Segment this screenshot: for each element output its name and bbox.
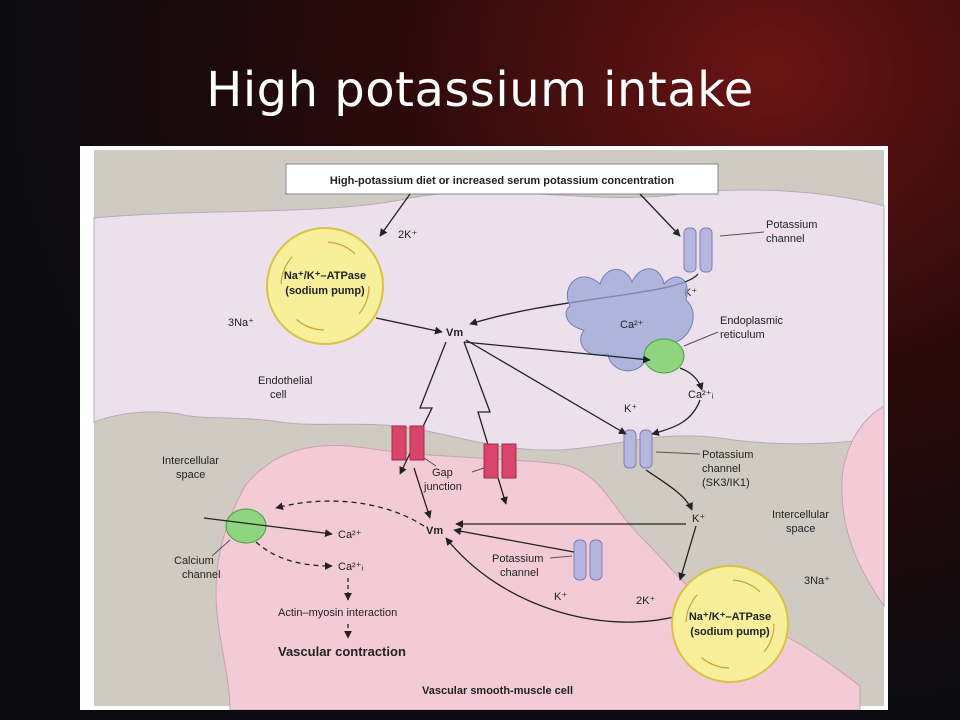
intercellular-left-line1: Intercellular bbox=[162, 455, 219, 467]
sk3-line2: channel bbox=[702, 463, 741, 475]
arrow-vm-to-er bbox=[463, 341, 651, 364]
pump-bottom-line1: Na⁺/K⁺–ATPase bbox=[689, 611, 771, 623]
diagram-svg: High-potassium diet or increased serum p… bbox=[93, 150, 885, 710]
label-k-bottom: K⁺ bbox=[554, 591, 567, 603]
label-3na-bottom: 3Na⁺ bbox=[804, 575, 830, 587]
arrow-ca-influx bbox=[203, 517, 333, 537]
k-channel-bottom-line1: Potassium bbox=[492, 553, 543, 565]
intercellular-left-line2: space bbox=[176, 469, 205, 481]
leader-gap-left bbox=[423, 457, 437, 467]
er-line1: Endoplasmic bbox=[720, 315, 783, 327]
label-k-mid: K⁺ bbox=[624, 403, 637, 415]
label-ca-i-left: Ca²⁺ᵢ bbox=[338, 561, 364, 573]
arrow-kchannel-to-vm bbox=[453, 527, 575, 553]
pump-bottom-cycle-arrow bbox=[685, 579, 775, 669]
calcium-channel bbox=[225, 508, 267, 544]
label-2k-bottom: 2K⁺ bbox=[636, 595, 655, 607]
intercellular-right-line1: Intercellular bbox=[772, 509, 829, 521]
potassium-channel-bottom bbox=[573, 539, 603, 581]
pump-top-line2: (sodium pump) bbox=[285, 285, 365, 297]
label-contraction: Vascular contraction bbox=[278, 644, 406, 659]
arrow-er-to-cai bbox=[679, 367, 704, 391]
gap-junction-right bbox=[483, 443, 517, 479]
label-ca-i-top: Ca²⁺ᵢ bbox=[688, 389, 714, 401]
label-ca-er: Ca²⁺ bbox=[620, 319, 644, 331]
intercellular-right-line2: space bbox=[786, 523, 815, 535]
leader-calcium-channel bbox=[211, 539, 231, 557]
gap-junction-left bbox=[391, 425, 425, 461]
calcium-channel-line2: channel bbox=[182, 569, 221, 581]
pump-cycle-arrow bbox=[280, 241, 370, 331]
calcium-channel-line1: Calcium bbox=[174, 555, 214, 567]
arrow-sk3-to-k bbox=[645, 469, 693, 511]
potassium-channel-sk3 bbox=[623, 429, 653, 469]
arrow-box-to-pump bbox=[379, 193, 411, 237]
leader-er bbox=[683, 331, 719, 347]
diagram-figure: High-potassium diet or increased serum p… bbox=[80, 146, 888, 710]
gap-line2: junction bbox=[423, 481, 462, 493]
gap-line1: Gap bbox=[432, 467, 453, 479]
sk3-line3: (SK3/IK1) bbox=[702, 477, 750, 489]
arrow-vm-to-ca-channel bbox=[275, 500, 425, 527]
label-ca-left: Ca²⁺ bbox=[338, 529, 362, 541]
endothelial-line2: cell bbox=[270, 389, 287, 401]
vm-bottom: Vm bbox=[426, 525, 443, 537]
label-3na-top: 3Na⁺ bbox=[228, 317, 254, 329]
label-k-right: K⁺ bbox=[692, 513, 705, 525]
right-intercellular-shape bbox=[841, 405, 885, 608]
leader-kchannel-bottom bbox=[549, 555, 573, 559]
leader-kchannel-top bbox=[719, 231, 765, 237]
arrow-cai-to-sk3 bbox=[651, 399, 701, 436]
er-line2: reticulum bbox=[720, 329, 765, 341]
arrow-vm-to-sk3 bbox=[465, 339, 627, 435]
arrow-pump-to-vm bbox=[375, 317, 443, 335]
endothelial-line1: Endothelial bbox=[258, 375, 312, 387]
k-channel-top-line2: channel bbox=[766, 233, 805, 245]
potassium-channel-top bbox=[683, 227, 713, 273]
arrow-pump-to-vm-bottom bbox=[445, 537, 679, 623]
leader-gap-right bbox=[471, 467, 485, 473]
pump-bottom-line2: (sodium pump) bbox=[690, 626, 770, 638]
label-vsmc: Vascular smooth-muscle cell bbox=[422, 685, 573, 697]
arrow-ca-to-cai bbox=[255, 541, 333, 570]
k-channel-top-line1: Potassium bbox=[766, 219, 817, 231]
slide-title: High potassium intake bbox=[206, 62, 754, 118]
stimulus-text: High-potassium diet or increased serum p… bbox=[330, 175, 674, 187]
sodium-pump-top bbox=[266, 227, 384, 345]
arrow-gap-to-vm bbox=[413, 467, 432, 519]
leader-sk3 bbox=[655, 451, 701, 455]
label-actin: Actin–myosin interaction bbox=[278, 607, 397, 619]
sodium-pump-bottom bbox=[671, 565, 789, 683]
sk3-line1: Potassium bbox=[702, 449, 753, 461]
label-2k-top: 2K⁺ bbox=[398, 229, 417, 241]
stimulus-box bbox=[285, 163, 719, 195]
k-channel-bottom-line2: channel bbox=[500, 567, 539, 579]
er-calcium-channel bbox=[643, 338, 685, 374]
arrow-box-to-kchannel bbox=[639, 193, 681, 237]
vm-top: Vm bbox=[446, 327, 463, 339]
pump-top-line1: Na⁺/K⁺–ATPase bbox=[284, 270, 366, 282]
arrow-k-to-pump bbox=[678, 525, 697, 581]
